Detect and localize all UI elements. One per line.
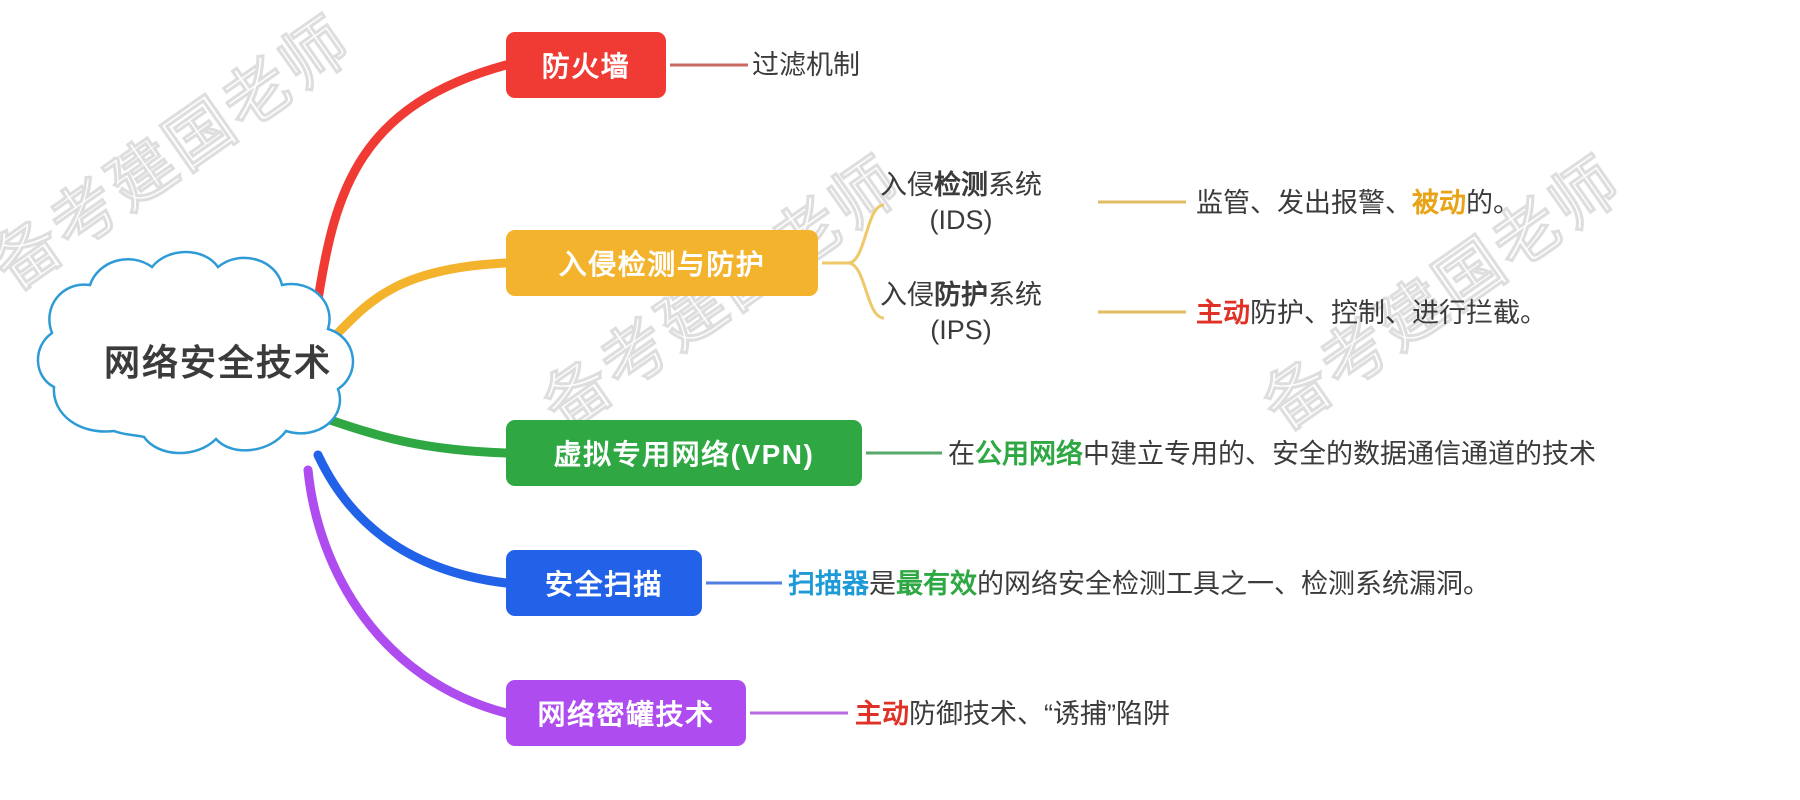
branch-node-ids-ips[interactable]: 入侵检测与防护 (506, 230, 818, 296)
highlight-most-effective: 最有效 (896, 569, 977, 599)
subnode-ips-line2: (IPS) (930, 315, 992, 346)
subnode-ips: 入侵防护系统 (IPS) (880, 278, 1042, 348)
fork-line-ips (822, 261, 885, 320)
center-node-label: 网络安全技术 (103, 342, 332, 383)
subnode-ids-line1: 入侵检测系统 (880, 170, 1042, 200)
leaf-text-ids: 监管、发出报警、被动的。 (1196, 188, 1520, 218)
subnode-ids: 入侵检测系统 (IDS) (880, 168, 1042, 238)
leaf-text-firewall: 过滤机制 (752, 50, 860, 80)
branch-node-honeypot[interactable]: 网络密罐技术 (506, 680, 746, 746)
branch-node-firewall[interactable]: 防火墙 (506, 32, 666, 98)
highlight-scanner: 扫描器 (788, 569, 869, 599)
subnode-ips-line1: 入侵防护系统 (880, 280, 1042, 310)
branch-node-security-scan[interactable]: 安全扫描 (506, 550, 702, 616)
leaf-text-security-scan: 扫描器是最有效的网络安全检测工具之一、检测系统漏洞。 (788, 569, 1490, 599)
highlight-active-honeypot: 主动 (855, 699, 909, 729)
branch-line-honeypot (303, 465, 511, 718)
highlight-passive: 被动 (1412, 188, 1466, 218)
watermark-right: 备考建国老师 (1249, 142, 1636, 445)
leaf-text-ips: 主动防护、控制、进行拦截。 (1196, 298, 1547, 328)
center-cloud-shape (36, 250, 355, 455)
highlight-public-network: 公用网络 (975, 439, 1083, 469)
branch-node-vpn[interactable]: 虚拟专用网络(VPN) (506, 420, 862, 486)
leaf-text-honeypot: 主动防御技术、“诱捕”陷阱 (855, 699, 1170, 729)
highlight-active-ips: 主动 (1196, 298, 1250, 328)
leaf-text-vpn: 在公用网络中建立专用的、安全的数据通信通道的技术 (948, 439, 1596, 469)
subnode-ids-line2: (IDS) (929, 205, 993, 236)
